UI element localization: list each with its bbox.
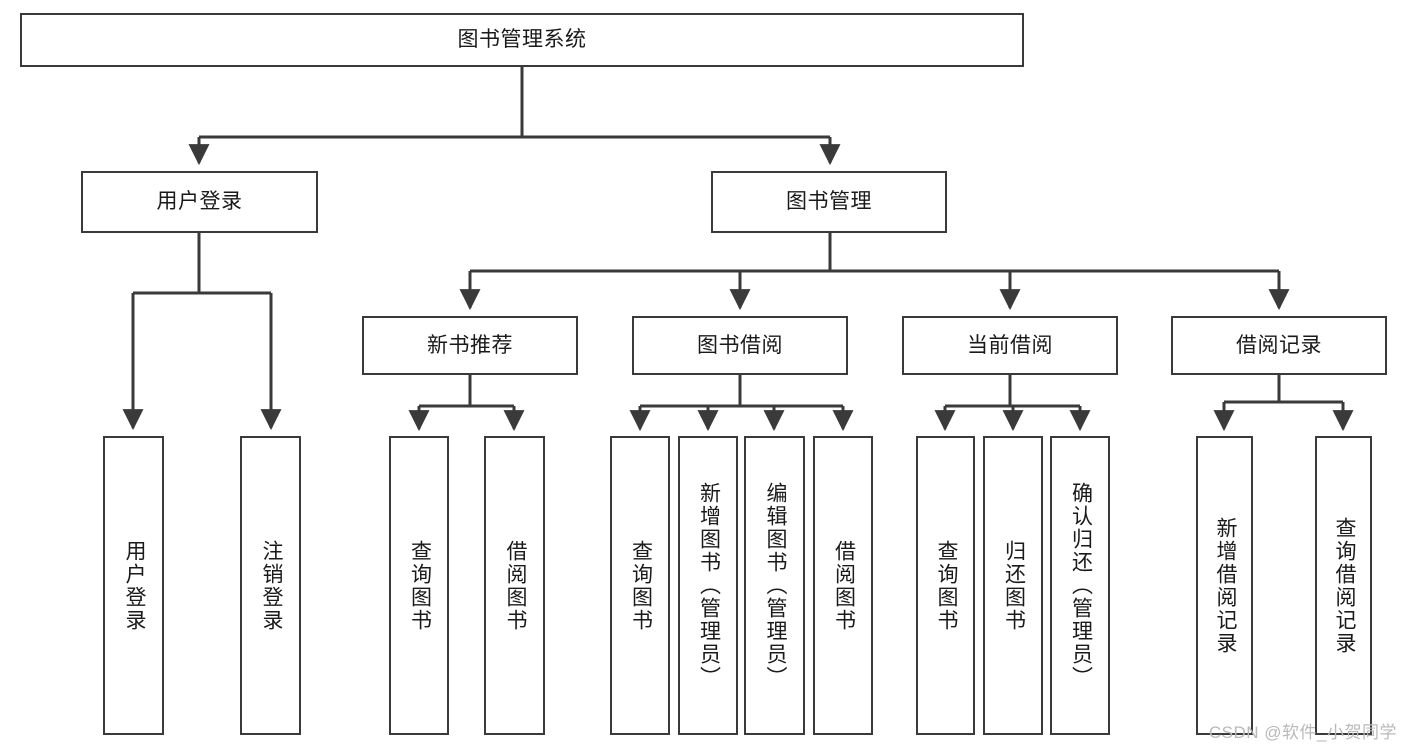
leaf-node[interactable]: 新增图书（管理员） [678,436,738,735]
leaf-node-label: 查询图书 [629,539,653,632]
node-user-login-label: 用户登录 [156,190,243,214]
leaf-node[interactable]: 归还图书 [983,436,1043,735]
node-root[interactable]: 图书管理系统 [20,13,1024,67]
node-borrow-record-label: 借阅记录 [1236,333,1322,357]
leaf-node-label: 借阅图书 [832,539,856,632]
leaf-node-label: 新增图书（管理员） [697,482,721,689]
leaf-node[interactable]: 查询图书 [916,436,975,735]
leaf-node[interactable]: 新增借阅记录 [1196,436,1253,735]
leaf-node-label: 查询图书 [934,539,958,632]
leaf-node[interactable]: 借阅图书 [813,436,873,735]
node-book-management-label: 图书管理 [786,190,872,214]
leaf-node[interactable]: 查询图书 [389,436,449,735]
leaf-node-label: 查询借阅记录 [1332,516,1356,655]
node-book-management[interactable]: 图书管理 [711,171,947,233]
leaf-node-label: 用户登录 [122,539,146,632]
node-user-login[interactable]: 用户登录 [81,171,318,233]
leaf-node[interactable]: 借阅图书 [484,436,545,735]
leaf-node[interactable]: 查询借阅记录 [1315,436,1372,735]
node-book-borrow[interactable]: 图书借阅 [632,316,848,375]
leaf-node-label: 注销登录 [259,539,283,632]
node-borrow-record[interactable]: 借阅记录 [1171,316,1387,375]
leaf-node[interactable]: 用户登录 [103,436,164,735]
leaf-node[interactable]: 确认归还（管理员） [1050,436,1110,735]
leaf-node-label: 确认归还（管理员） [1069,482,1093,689]
leaf-node[interactable]: 注销登录 [240,436,301,735]
leaf-node-label: 新增借阅记录 [1213,516,1237,655]
leaf-node-label: 归还图书 [1002,539,1026,632]
node-new-book-recommend[interactable]: 新书推荐 [362,316,578,375]
node-new-book-recommend-label: 新书推荐 [427,333,513,357]
leaf-node-label: 编辑图书（管理员） [763,482,787,689]
node-current-borrow[interactable]: 当前借阅 [902,316,1118,375]
leaf-node-label: 借阅图书 [503,539,527,632]
leaf-node-label: 查询图书 [408,539,432,632]
node-root-label: 图书管理系统 [457,28,587,52]
leaf-node[interactable]: 编辑图书（管理员） [744,436,805,735]
node-book-borrow-label: 图书借阅 [697,333,783,357]
node-current-borrow-label: 当前借阅 [967,333,1053,357]
watermark-text: CSDN @软件_小贺同学 [1208,723,1397,742]
leaf-node[interactable]: 查询图书 [610,436,670,735]
